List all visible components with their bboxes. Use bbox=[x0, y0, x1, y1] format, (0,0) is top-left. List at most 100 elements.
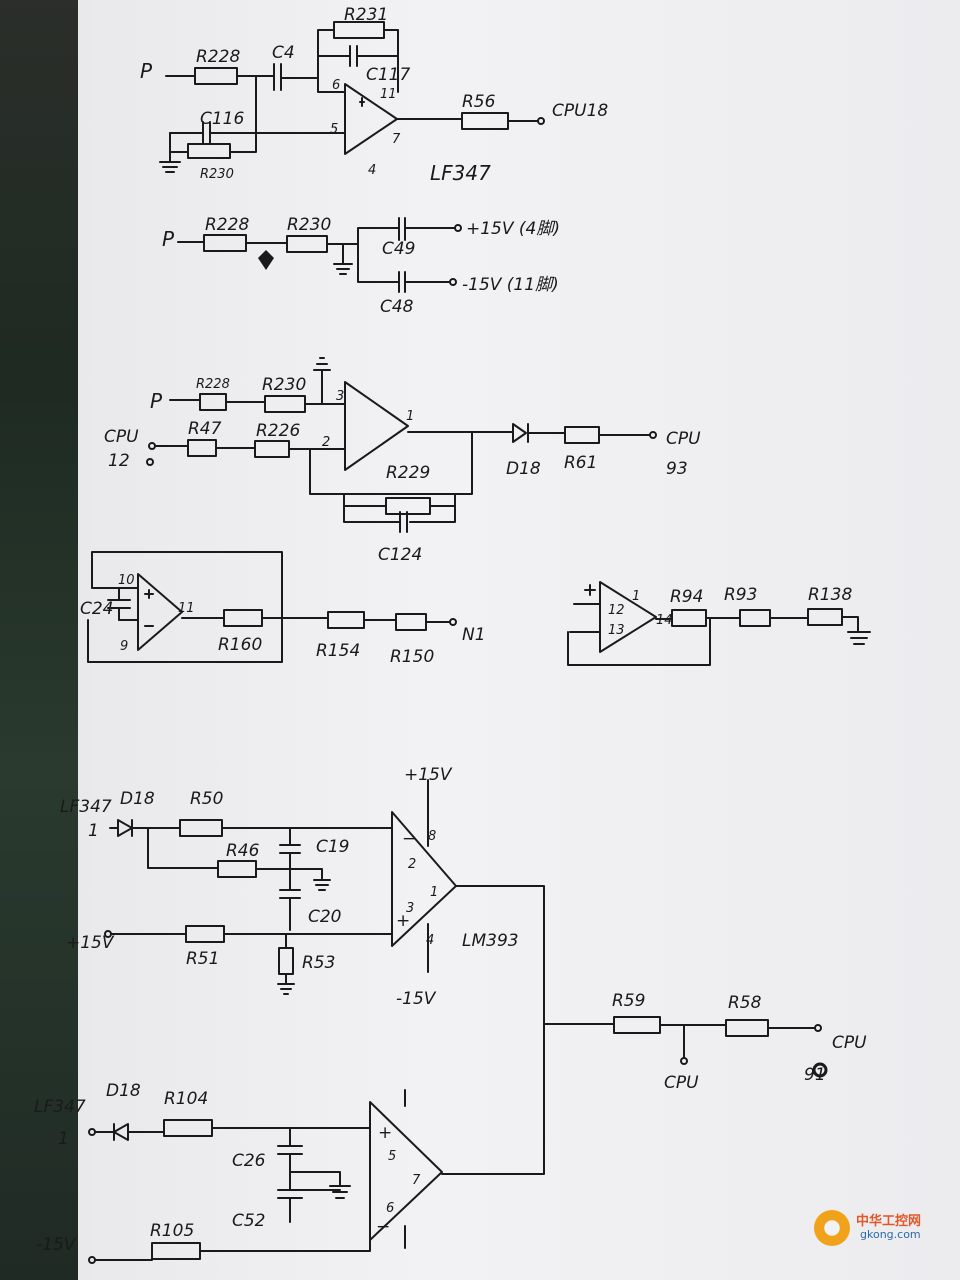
s5-pin12-label: 12 bbox=[608, 603, 625, 618]
s6-r46-label: R46 bbox=[226, 841, 260, 861]
s1-r231-label: R231 bbox=[344, 5, 388, 25]
s3-cpu-in-label: CPU bbox=[104, 427, 139, 447]
s2-vneg-label: -15V (11脚) bbox=[462, 275, 559, 295]
s5-r93-label: R93 bbox=[724, 585, 757, 605]
s1-r230-label: R230 bbox=[200, 167, 234, 182]
s6-vn-label: -15V bbox=[396, 989, 437, 1009]
s6-src1-label: LF347 bbox=[60, 797, 112, 817]
s6-pin8-label: 8 bbox=[428, 829, 436, 844]
circuit-section-3 bbox=[146, 357, 657, 533]
circuit-section-1 bbox=[159, 21, 545, 173]
s6-r50-label: R50 bbox=[190, 789, 223, 809]
watermark-cn: 中华工控网 bbox=[856, 1214, 922, 1229]
s2-r228-label: R228 bbox=[205, 215, 249, 235]
s1-pin4-label: 4 bbox=[368, 163, 376, 178]
s1-pin7-label: 7 bbox=[392, 132, 401, 147]
s3-r229-label: R229 bbox=[386, 463, 430, 483]
s6-r53-label: R53 bbox=[302, 953, 335, 973]
s5-pin13-label: 13 bbox=[608, 623, 625, 638]
s1-c4-label: C4 bbox=[272, 43, 295, 63]
circuit-section-2 bbox=[177, 217, 462, 293]
s4-r154-label: R154 bbox=[316, 641, 360, 661]
s3-cpu-out-pin-label: 93 bbox=[666, 459, 688, 479]
s3-r230-label: R230 bbox=[262, 375, 306, 395]
s3-pin1-label: 1 bbox=[406, 409, 414, 424]
s6-pin2-label: 2 bbox=[408, 857, 416, 872]
s6-r105-label: R105 bbox=[150, 1221, 194, 1241]
s2-input-label: P bbox=[162, 227, 175, 251]
s1-pin6-label: 6 bbox=[332, 78, 340, 93]
s3-c124-label: C124 bbox=[378, 545, 422, 565]
s1-c117-label: C117 bbox=[366, 65, 411, 85]
s1-ic-label: LF347 bbox=[430, 161, 491, 185]
gear-icon bbox=[814, 1210, 850, 1246]
s6-cpu-out-pin-label: 91 bbox=[804, 1065, 826, 1085]
s6-minus-sign: − bbox=[402, 829, 416, 849]
s2-c49-label: C49 bbox=[382, 239, 416, 259]
s6-plus-sign-b: + bbox=[378, 1123, 392, 1143]
s4-r150-label: R150 bbox=[390, 647, 434, 667]
s6-r59-label: R59 bbox=[612, 991, 645, 1011]
s6-src-15v-label: +15V bbox=[66, 933, 115, 953]
s3-pin2-label: 2 bbox=[322, 435, 330, 450]
circuit-section-5 bbox=[567, 581, 871, 666]
s6-pin4-label: 4 bbox=[426, 933, 434, 948]
s4-c24-label: C24 bbox=[80, 599, 114, 619]
s6-r104-label: R104 bbox=[164, 1089, 208, 1109]
s5-r94-label: R94 bbox=[670, 587, 703, 607]
s2-c48-label: C48 bbox=[380, 297, 414, 317]
s3-r226-label: R226 bbox=[256, 421, 300, 441]
s6-pin1-label: 1 bbox=[430, 885, 438, 900]
s2-r230-label: R230 bbox=[287, 215, 331, 235]
s6-d18-bottom-label: D18 bbox=[106, 1081, 141, 1101]
s6-pin7-label: 7 bbox=[412, 1173, 421, 1188]
s6-vp-label: +15V bbox=[404, 765, 453, 785]
s6-d18-top-label: D18 bbox=[120, 789, 155, 809]
s6-src2-pin-label: 1 bbox=[58, 1129, 69, 1149]
s5-pin14-label: 14 bbox=[656, 613, 673, 628]
s1-c116-label: C116 bbox=[200, 109, 245, 129]
s6-minus-sign-b: − bbox=[376, 1217, 390, 1237]
s2-vpos-label: +15V (4脚) bbox=[466, 219, 560, 239]
s6-plus-sign: + bbox=[396, 911, 410, 931]
s4-pin10-label: 10 bbox=[118, 573, 135, 588]
s1-cpu18-label: CPU18 bbox=[552, 101, 608, 121]
notebook-paper bbox=[78, 0, 960, 1280]
s4-r160-label: R160 bbox=[218, 635, 262, 655]
s6-src2-label: LF347 bbox=[34, 1097, 86, 1117]
s4-n1-label: N1 bbox=[462, 625, 486, 645]
s1-r56-label: R56 bbox=[462, 92, 496, 112]
s1-pin11-label: 11 bbox=[380, 87, 397, 102]
site-watermark: 中华工控网 gkong.com bbox=[814, 1210, 942, 1250]
s6-c19-label: C19 bbox=[316, 837, 350, 857]
s6-c20-label: C20 bbox=[308, 907, 342, 927]
s4-pin9-label: 9 bbox=[120, 639, 128, 654]
s6-c26-label: C26 bbox=[232, 1151, 266, 1171]
s6-src1-pin-label: 1 bbox=[88, 821, 99, 841]
circuit-section-4 bbox=[87, 551, 457, 663]
s6-r58-label: R58 bbox=[728, 993, 762, 1013]
s6-pin5-label: 5 bbox=[388, 1149, 396, 1164]
watermark-en: gkong.com bbox=[860, 1228, 921, 1241]
s3-r228-label: R228 bbox=[196, 377, 230, 392]
s6-cpu-out-label: CPU bbox=[832, 1033, 867, 1053]
s4-pin11-label: 11 bbox=[178, 601, 195, 616]
s6-ic-label: LM393 bbox=[462, 931, 519, 951]
s6-r51-label: R51 bbox=[186, 949, 219, 969]
s6-pin3-label: 3 bbox=[406, 901, 414, 916]
s5-r138-label: R138 bbox=[808, 585, 852, 605]
s3-cpu-out-label: CPU bbox=[666, 429, 701, 449]
s3-pin3-label: 3 bbox=[336, 389, 344, 404]
s6-pin6-label: 6 bbox=[386, 1201, 394, 1216]
s3-d18-label: D18 bbox=[506, 459, 541, 479]
s1-r228-label: R228 bbox=[196, 47, 240, 67]
s3-input-label: P bbox=[150, 389, 163, 413]
s5-pin1-label: 1 bbox=[632, 589, 640, 604]
circuit-section-6 bbox=[88, 779, 828, 1264]
s1-pin5-label: 5 bbox=[330, 122, 338, 137]
s6-c52-label: C52 bbox=[232, 1211, 266, 1231]
s3-r61-label: R61 bbox=[564, 453, 597, 473]
s6-cpu-mid-label: CPU bbox=[664, 1073, 699, 1093]
s3-cpu-in-pin-label: 12 bbox=[108, 451, 130, 471]
s1-input-label: P bbox=[140, 59, 153, 83]
